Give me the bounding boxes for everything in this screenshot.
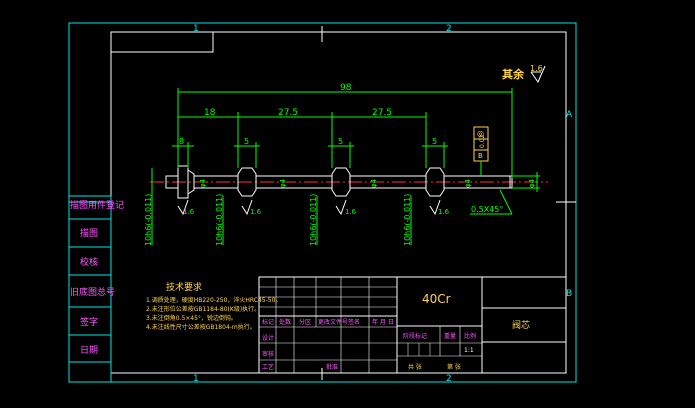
roughness-symbol [530,65,546,84]
roughness-value: 1.6 [530,64,543,73]
technical-requirements: 技术要求 1.调质处理，硬度HB220-250，淬火HRC45-50。 2.未注… [146,281,281,331]
roughness-label: 其余 [502,67,525,81]
scale: 比例 [464,332,476,340]
tech-line-4: 4.未注线性尺寸公差按GB1804-m执行。 [146,323,256,331]
zone-bottom-1: 1 [193,374,199,384]
fit-1: 10h6(-0.011) [144,194,153,246]
surface-mark-3 [335,199,347,216]
stage-mark: 阶段标记 [403,332,427,340]
tech-line-1: 1.调质处理，硬度HB220-250，淬火HRC45-50。 [146,296,281,304]
surface-mark-3-value: 1.6 [345,208,357,216]
dim-phi-c: φ4 [370,178,378,188]
strip-label-5: 日期 [80,345,98,356]
dim-27-5-b: 27.5 [372,108,392,118]
surface-mark-1 [177,199,189,216]
row-approve: 批准 [326,363,338,371]
strip-label-3: 旧底图总号 [70,286,115,298]
strip-label-4: 签字 [80,316,98,328]
tol-datum: B [478,152,483,160]
surface-mark-4 [429,199,441,216]
dim-phi-d: φ4 [464,178,472,188]
roughness-note: 其余 1.6 [502,64,546,84]
top-left-box [111,32,214,53]
row-design: 设计 [262,334,274,342]
zone-bottom-2: 2 [446,374,452,384]
sheets: 共 张 [408,363,422,371]
left-strip-box [68,195,112,383]
tol-symbol: ◎ [477,129,484,138]
zone-top-1: 1 [193,24,199,34]
row-process: 工艺 [262,363,274,371]
fit-3: 10h6(-0.011) [309,194,318,246]
dim-8: 8 [179,137,184,146]
dim-5-c: 5 [432,137,437,146]
zone-right-a: A [566,110,573,120]
surface-mark-4-value: 1.6 [438,208,450,216]
dim-phi-b: φ4 [279,178,287,188]
dim-27-5-a: 27.5 [278,108,298,118]
dim-5-a: 5 [244,137,249,146]
scale-value: 1:1 [464,347,474,354]
left-strip: 描图用件登记 描图 校核 旧底图总号 签字 日期 [68,195,124,383]
tech-title: 技术要求 [166,281,202,293]
strip-label-2: 校核 [80,256,98,268]
dim-chamfer: 0.5X45° [471,205,503,214]
shaft [165,165,513,199]
dim-phi-end: φ4 [528,178,536,188]
col-count: 处数 [279,318,291,326]
dim-phi-a: φ4 [199,178,207,188]
title-block: 标记 处数 分区 更改文件号 签名 年 月 日 设计 审核 工艺 批准 40Cr… [258,276,567,374]
part-name: 阀芯 [512,319,530,331]
dimensions: 98 18 27.5 27.5 8 5 5 5 φ4 φ4 φ4 φ4 φ4 0… [172,83,540,215]
dim-overall: 98 [340,83,352,93]
weight: 重量 [444,332,456,340]
surface-mark-2 [241,199,253,216]
material: 40Cr [422,292,451,306]
title-block-border [258,276,567,374]
zone-right-b: B [566,289,572,299]
col-zone: 分区 [299,318,311,326]
sheet: 第 张 [447,363,461,371]
tech-line-2: 2.未注形位公差按GB1184-80(K级)执行。 [146,305,260,313]
fit-annotations: 10h6(-0.011) 10h6(-0.011) 10h6(-0.011) 1… [144,168,450,246]
surface-mark-2-value: 1.6 [250,208,262,216]
row-check: 审核 [262,350,274,358]
col-mark: 标记 [262,318,274,326]
strip-label-0: 描图用件登记 [70,199,124,211]
tech-line-3: 3.未注倒角0.5×45°，锐边倒钝。 [146,314,237,322]
surface-mark-1-value: 1.6 [183,208,195,216]
tolerance-frame: ◎ 0.02 B [473,126,489,176]
col-docno: 更改文件号 [318,318,348,326]
tol-value: 0.02 [479,134,486,148]
col-sign: 签名 [348,318,360,326]
dim-5-b: 5 [338,137,343,146]
col-date: 年 月 日 [372,318,394,326]
zone-top-2: 2 [446,24,452,34]
fit-2: 10h6(-0.011) [215,194,224,246]
fit-4: 10h6(-0.011) [403,194,412,246]
strip-label-1: 描图 [80,227,98,239]
dim-18: 18 [204,108,216,118]
